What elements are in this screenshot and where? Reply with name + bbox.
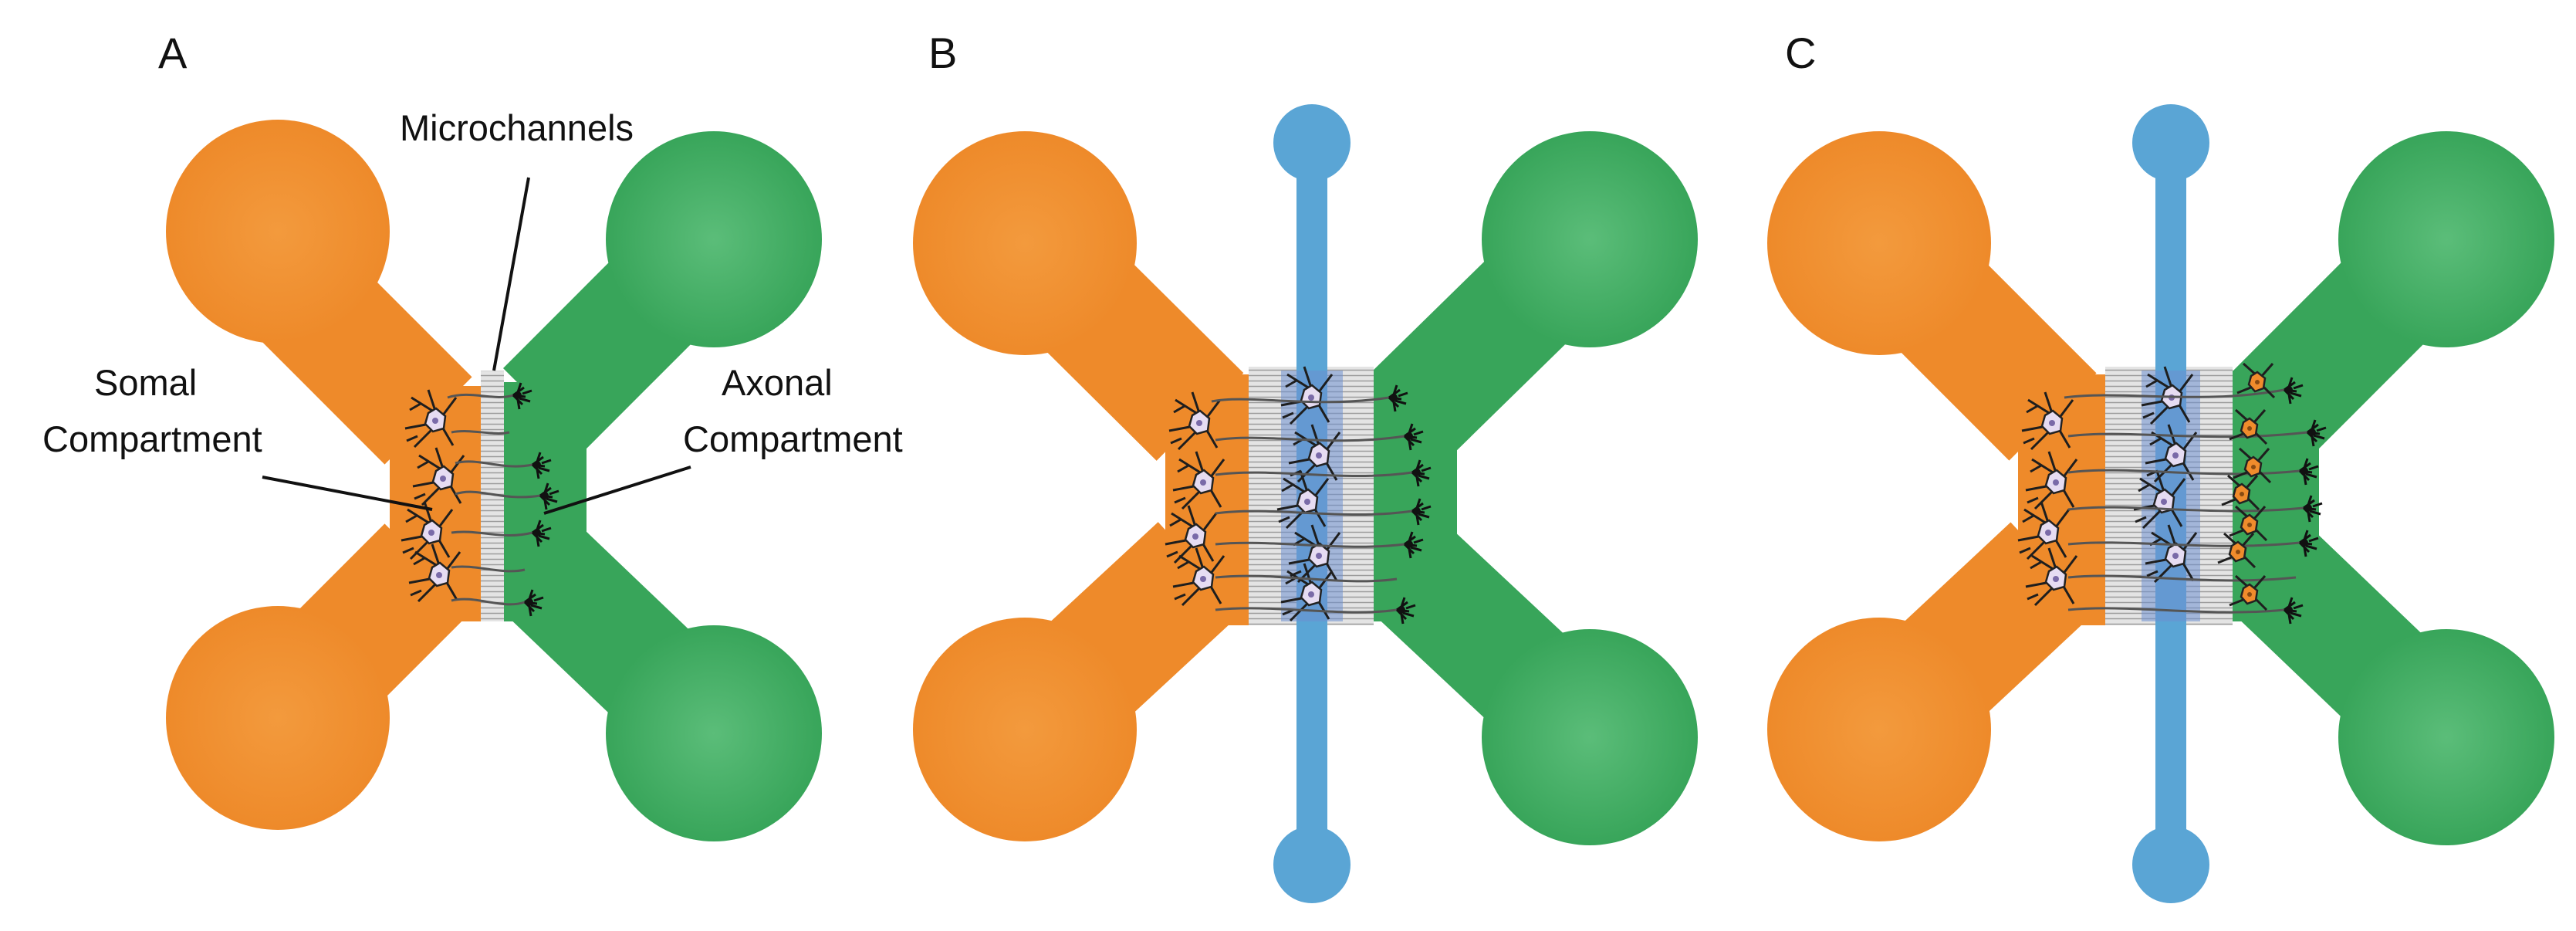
somal-reservoir-well bbox=[1767, 131, 1991, 355]
axonal-reservoir-well bbox=[606, 625, 822, 841]
somal-reservoir-well bbox=[166, 606, 390, 830]
axons bbox=[447, 393, 541, 606]
axonal-reservoir-well bbox=[2338, 131, 2554, 347]
axonal-reservoir-well bbox=[606, 131, 822, 347]
axonal-reservoir-well bbox=[1482, 131, 1698, 347]
axonal-compartment bbox=[502, 131, 822, 841]
somal-compartment bbox=[166, 120, 481, 830]
somal-reservoir-well bbox=[913, 131, 1137, 355]
axonal-label-line2: Compartment bbox=[683, 418, 903, 459]
somal-reservoir-well bbox=[913, 618, 1137, 841]
axonal-reservoir-well bbox=[2338, 629, 2554, 845]
somal-label-line1: Somal bbox=[94, 362, 197, 403]
perfusion-outlet-well bbox=[2132, 826, 2209, 903]
panel-c-device bbox=[1767, 104, 2554, 903]
somal-reservoir-well bbox=[1767, 618, 1991, 841]
somal-label-line2: Compartment bbox=[42, 418, 262, 459]
somal-compartment bbox=[1767, 131, 2107, 841]
microchannels-label: Microchannels bbox=[400, 107, 634, 148]
panel-label-a: A bbox=[158, 29, 188, 77]
axonal-leader-line bbox=[543, 466, 691, 515]
axonal-compartment bbox=[1371, 131, 1698, 845]
axonal-compartment bbox=[2230, 131, 2554, 845]
perfusion-outlet-well bbox=[1273, 826, 1351, 903]
panel-a-device bbox=[166, 120, 822, 841]
perfusion-inlet-well bbox=[1273, 104, 1351, 181]
perfusion-inlet-well bbox=[2132, 104, 2209, 181]
panel-label-c: C bbox=[1785, 29, 1816, 77]
axonal-reservoir-well bbox=[1482, 629, 1698, 845]
panel-b-device bbox=[913, 104, 1698, 903]
microchannels-leader-line bbox=[492, 177, 530, 371]
axonal-label-line1: Axonal bbox=[722, 362, 833, 403]
somal-reservoir-well bbox=[166, 120, 390, 344]
panel-label-b: B bbox=[928, 29, 957, 77]
somal-leader-line bbox=[262, 476, 433, 511]
axons bbox=[1211, 396, 1413, 614]
